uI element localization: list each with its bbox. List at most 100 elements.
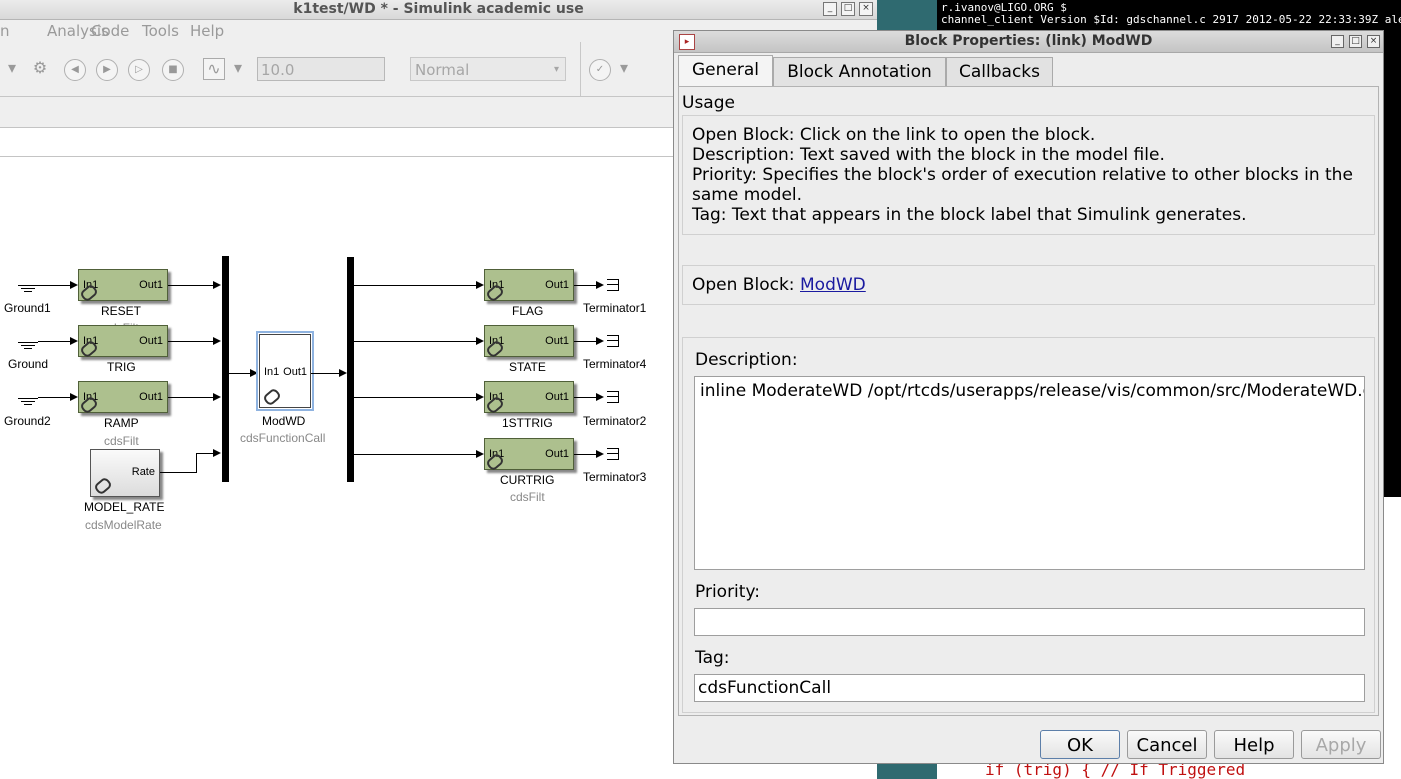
in-port-label: In1	[264, 366, 280, 378]
advisor-dropdown-icon[interactable]: ▾	[619, 58, 629, 77]
menu-analysis[interactable]: Analysis	[47, 22, 109, 40]
reset-label: RESET	[101, 304, 142, 318]
model-advisor-icon[interactable]: ✓	[589, 59, 611, 81]
terminator2-label: Terminator2	[583, 414, 647, 428]
out-port-label: Out1	[139, 335, 163, 347]
tab-callbacks[interactable]: Callbacks	[946, 57, 1053, 86]
simulation-mode-select[interactable]: Normal ▾	[410, 57, 566, 81]
in-port-label: In1	[83, 279, 99, 291]
minimize-icon[interactable]: _	[823, 2, 837, 16]
terminator4-symbol[interactable]	[607, 335, 619, 347]
usage-line: Open Block: Click on the link to open th…	[692, 125, 1096, 145]
usage-line: Priority: Specifies the block's order of…	[692, 165, 1353, 185]
ground2-symbol[interactable]	[18, 394, 38, 406]
firsttrig-label: 1STTRIG	[502, 416, 553, 430]
model-rate-lib-label: cdsModelRate	[85, 518, 162, 532]
terminator3-label: Terminator3	[583, 470, 647, 484]
dropdown-arrow-icon[interactable]: ▾	[7, 58, 17, 77]
priority-input[interactable]	[694, 608, 1365, 636]
in-port-label: In1	[489, 335, 505, 347]
tag-label: Tag:	[695, 648, 730, 668]
stop-icon[interactable]: ■	[162, 59, 184, 81]
out-port-label: Rate	[131, 466, 155, 478]
ground1-label: Ground1	[4, 301, 51, 315]
in-port-label: In1	[489, 279, 505, 291]
ok-button[interactable]: OK	[1040, 730, 1120, 759]
terminator4-label: Terminator4	[583, 357, 647, 371]
step-back-icon[interactable]: ◀	[64, 59, 86, 81]
description-textarea[interactable]: inline ModerateWD /opt/rtcds/userapps/re…	[694, 376, 1365, 570]
tab-general[interactable]: General	[678, 55, 773, 86]
step-forward-icon[interactable]: ▷	[128, 59, 150, 81]
toolbar-divider	[580, 42, 581, 96]
open-block-link[interactable]: ModWD	[800, 275, 866, 295]
link-icon	[262, 387, 282, 407]
out-port-label: Out1	[283, 366, 307, 378]
window-title: k1test/WD * - Simulink academic use	[0, 0, 877, 20]
menu-tools[interactable]: Tools	[142, 22, 179, 40]
mux-bar[interactable]	[222, 256, 229, 482]
stop-time-input[interactable]: 10.0	[257, 57, 385, 81]
usage-line: Description: Text saved with the block i…	[692, 145, 1165, 165]
minimize-icon[interactable]: _	[1331, 35, 1344, 48]
tab-block-annotation[interactable]: Block Annotation	[773, 57, 946, 86]
menu-code[interactable]: Code	[91, 22, 130, 40]
close-icon[interactable]: ×	[859, 2, 873, 16]
in-port-label: In1	[489, 391, 505, 403]
in-port-label: In1	[489, 448, 505, 460]
ground1-symbol[interactable]	[18, 281, 38, 293]
out-port-label: Out1	[545, 279, 569, 291]
terminator3-symbol[interactable]	[607, 448, 619, 460]
dialog-title: Block Properties: (link) ModWD	[674, 31, 1383, 53]
out-port-label: Out1	[545, 448, 569, 460]
description-label: Description:	[695, 350, 798, 370]
help-button[interactable]: Help	[1214, 730, 1294, 759]
priority-label: Priority:	[695, 582, 760, 602]
scope-dropdown-icon[interactable]: ▾	[233, 58, 243, 77]
cancel-button[interactable]: Cancel	[1127, 730, 1207, 759]
run-icon[interactable]: ▶	[96, 59, 118, 81]
tag-input[interactable]: cdsFunctionCall	[694, 674, 1365, 702]
state-label: STATE	[509, 360, 546, 374]
general-panel: Usage Open Block: Click on the link to o…	[678, 86, 1379, 716]
ground-label: Ground	[8, 357, 49, 371]
demux-bar[interactable]	[347, 257, 354, 482]
apply-button[interactable]: Apply	[1301, 730, 1381, 759]
flag-label: FLAG	[512, 304, 544, 318]
out-port-label: Out1	[139, 391, 163, 403]
terminator1-symbol[interactable]	[607, 279, 619, 291]
simulink-app-icon: ▸	[679, 34, 695, 50]
curtrig-lib-label: cdsFilt	[510, 490, 545, 504]
menu-bar: n Analysis Code Tools Help	[0, 20, 877, 42]
menu-simulation[interactable]: n	[0, 22, 10, 40]
model-rate-label: MODEL_RATE	[84, 500, 165, 514]
maximize-icon[interactable]: □	[841, 2, 855, 16]
ramp-lib-label: cdsFilt	[104, 434, 139, 448]
ground-symbol[interactable]	[18, 338, 38, 350]
close-icon[interactable]: ×	[1367, 35, 1380, 48]
ground2-label: Ground2	[4, 414, 51, 428]
curtrig-label: CURTRIG	[500, 473, 555, 487]
open-block-box: Open Block: ModWD	[682, 265, 1375, 305]
menu-help[interactable]: Help	[190, 22, 225, 40]
terminator2-symbol[interactable]	[607, 391, 619, 403]
scope-icon[interactable]: ∿	[203, 58, 225, 80]
ramp-label: RAMP	[104, 416, 139, 430]
model-rate-block[interactable]: Rate	[90, 449, 160, 497]
chevron-down-icon: ▾	[553, 64, 559, 75]
in-port-label: In1	[83, 335, 99, 347]
library-browser-icon[interactable]: ⚙	[32, 58, 48, 77]
curtrig-block[interactable]: In1 Out1	[484, 438, 574, 472]
editor-code-line: if (trig) { // If Triggered	[985, 760, 1246, 779]
flag-block[interactable]: In1 Out1	[484, 269, 574, 303]
maximize-icon[interactable]: □	[1349, 35, 1362, 48]
trig-block[interactable]: In1 Out1	[78, 325, 168, 359]
terminal-output: r.ivanov@LIGO.ORG $ channel_client Versi…	[941, 1, 1401, 26]
usage-line: same model.	[692, 185, 803, 205]
simulation-mode-value: Normal	[415, 61, 470, 79]
